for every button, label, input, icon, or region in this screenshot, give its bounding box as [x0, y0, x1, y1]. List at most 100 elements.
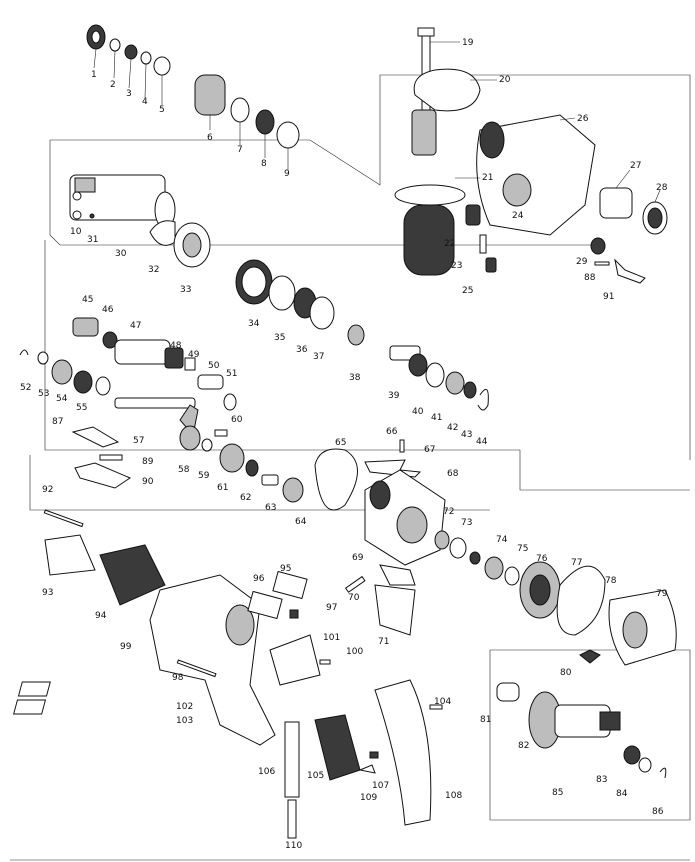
- callout-25: 25: [462, 286, 473, 296]
- callout-103: 103: [176, 716, 193, 726]
- right-small-parts: [590, 237, 646, 284]
- callout-59: 59: [198, 471, 210, 481]
- callout-20: 20: [499, 75, 511, 85]
- callout-46: 46: [102, 305, 114, 315]
- callout-108: 108: [445, 791, 462, 801]
- part-5-washer: [153, 56, 171, 76]
- part-53-washer: [37, 351, 49, 365]
- part-65-gasket: [314, 448, 358, 511]
- callout-6: 6: [207, 133, 213, 143]
- callout-29: 29: [576, 257, 588, 267]
- callout-42: 42: [447, 423, 458, 433]
- part-80-filter: [579, 649, 601, 664]
- part-84-ring: [638, 757, 652, 773]
- part-71-holder: [374, 584, 416, 636]
- part-51-ring: [223, 393, 237, 411]
- part-62-washer: [245, 459, 259, 477]
- callout-88: 88: [584, 273, 596, 283]
- part-107-clip: [369, 751, 379, 759]
- top-row-parts: [86, 24, 300, 149]
- callout-3: 3: [126, 89, 132, 99]
- part-90-holder: [74, 462, 132, 489]
- callout-98: 98: [172, 673, 184, 683]
- callout-36: 36: [296, 345, 308, 355]
- callout-50: 50: [208, 361, 220, 371]
- part-72-ring: [434, 530, 450, 550]
- callout-78: 78: [605, 576, 617, 586]
- part-104-screw: [429, 704, 443, 710]
- part-49-pin: [184, 357, 196, 371]
- motor-side-parts: [434, 530, 677, 666]
- part-54-gear: [51, 359, 73, 385]
- callout-71: 71: [378, 637, 389, 647]
- part-69-bracket: [379, 564, 416, 586]
- callout-labels: 1 2 3 4 5 6 7 8 9 10 19 20 21 22 23 24 2…: [20, 38, 668, 851]
- part-23-spring: [479, 234, 487, 254]
- part-48-swing: [164, 347, 184, 369]
- side-handle-parts: [394, 27, 668, 276]
- callout-81: 81: [480, 715, 491, 725]
- group-boundary-lines: [10, 74, 691, 861]
- callout-101: 101: [323, 633, 340, 643]
- part-95-label: [272, 570, 308, 600]
- callout-21: 21: [482, 173, 493, 183]
- callout-95: 95: [280, 564, 291, 574]
- callout-51: 51: [226, 369, 237, 379]
- part-93-brush-holder: [44, 534, 96, 576]
- part-20-clamp: [413, 68, 481, 112]
- callout-58: 58: [178, 465, 190, 475]
- callout-7: 7: [237, 145, 243, 155]
- callout-48: 48: [170, 341, 182, 351]
- callout-82: 82: [518, 741, 529, 751]
- callout-86: 86: [652, 807, 664, 817]
- armature-parts: [496, 682, 667, 779]
- callout-63: 63: [265, 503, 276, 513]
- callout-32: 32: [148, 265, 159, 275]
- part-4-ring: [140, 51, 152, 65]
- part-59-washer: [201, 438, 213, 452]
- part-35-ring: [268, 275, 296, 311]
- callout-31: 31: [87, 235, 98, 245]
- piston-parts: [19, 317, 304, 503]
- callout-92: 92: [42, 485, 53, 495]
- callout-76: 76: [536, 554, 548, 564]
- leader-lines: [93, 41, 661, 203]
- callout-84: 84: [616, 789, 628, 799]
- part-9-seal: [276, 121, 300, 149]
- callout-72: 72: [443, 507, 454, 517]
- part-37-ring: [309, 296, 335, 330]
- part-96-label: [247, 590, 283, 620]
- part-26-gear-housing: [476, 114, 596, 236]
- callout-62: 62: [240, 493, 251, 503]
- callout-80: 80: [560, 668, 572, 678]
- part-78-baffle: [556, 565, 606, 636]
- callout-60: 60: [231, 415, 243, 425]
- part-40-gear: [408, 353, 428, 377]
- callout-106: 106: [258, 767, 275, 777]
- part-55-bearing: [73, 370, 93, 394]
- part-97-clip: [289, 609, 299, 619]
- part-81-bushing: [496, 682, 520, 702]
- callout-110: 110: [285, 841, 302, 851]
- callout-74: 74: [496, 535, 508, 545]
- part-29-bearing: [590, 237, 606, 255]
- callout-23: 23: [451, 261, 462, 271]
- callout-104: 104: [434, 697, 451, 707]
- callout-41: 41: [431, 413, 442, 423]
- callout-109: 109: [360, 793, 377, 803]
- callout-107: 107: [372, 781, 389, 791]
- callout-52: 52: [20, 383, 31, 393]
- callout-5: 5: [159, 105, 165, 115]
- callout-40: 40: [412, 407, 424, 417]
- callout-83: 83: [596, 775, 607, 785]
- callout-96: 96: [253, 574, 265, 584]
- part-91-bracket: [614, 258, 646, 284]
- part-60-pin: [214, 429, 228, 437]
- part-57-shaft: [114, 397, 196, 409]
- barrel-parts: [69, 174, 211, 268]
- callout-57: 57: [133, 436, 144, 446]
- callout-70: 70: [348, 593, 360, 603]
- part-10-ball: [72, 191, 82, 201]
- callout-99: 99: [120, 642, 132, 652]
